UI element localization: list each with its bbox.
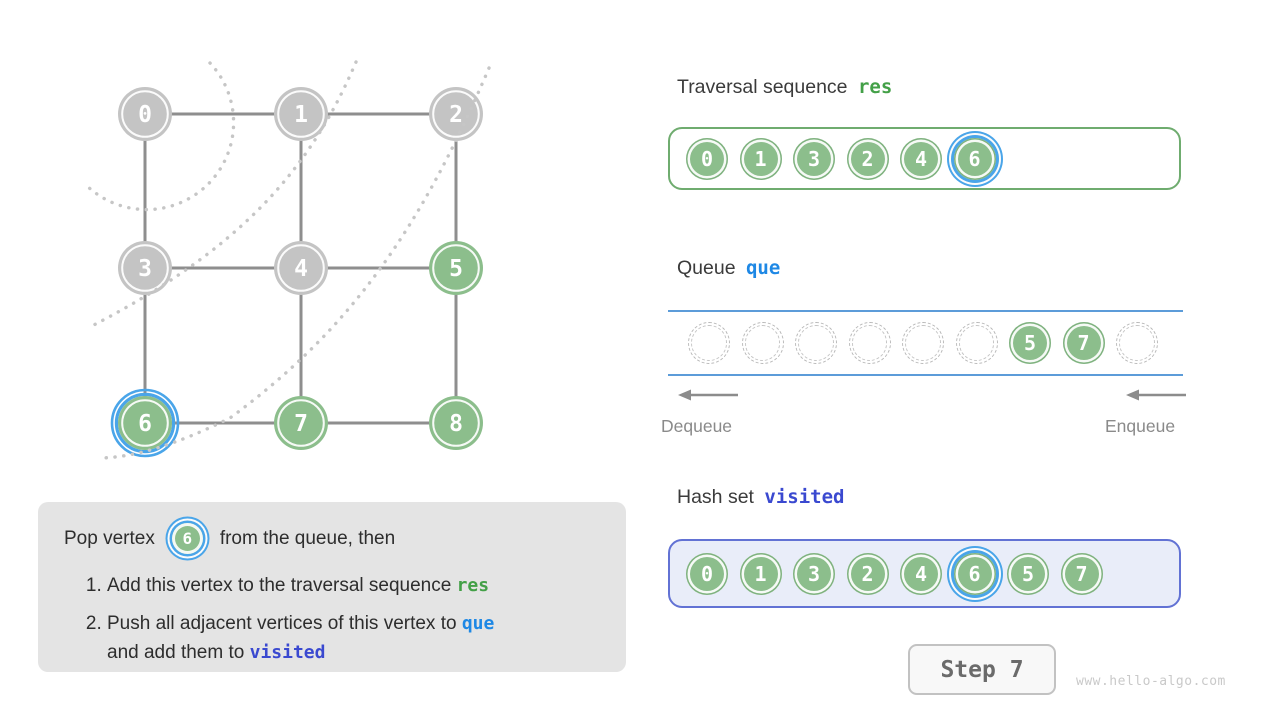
- code-token-visited: visited: [249, 642, 326, 663]
- queue-empty-slot: [955, 322, 998, 364]
- enqueue-arrow-icon: [1126, 389, 1186, 401]
- queue-section-title: Queue que: [677, 257, 780, 280]
- explanation-step-list: Add this vertex to the traversal sequenc…: [64, 571, 602, 667]
- queue-empty-slot: [902, 322, 944, 364]
- level-arc-1: [84, 61, 236, 212]
- res-item-0: 0: [686, 137, 728, 180]
- watermark: www.hello-algo.com: [1076, 674, 1226, 689]
- res-item-1: 1: [739, 137, 782, 180]
- graph-vertex-3: 3: [118, 241, 172, 295]
- queue-empty-slot: [688, 322, 730, 364]
- text-segment: Push all adjacent vertices of this verte…: [107, 613, 462, 634]
- res-item-2: 2: [846, 137, 889, 180]
- graph-vertex-label: 3: [138, 256, 152, 282]
- hashset-title-text: Hash set: [677, 486, 754, 508]
- pop-text-post: from the queue, then: [219, 527, 396, 549]
- res-code-token: res: [857, 76, 893, 98]
- text-segment: and add them to: [107, 642, 250, 663]
- text-segment: Add this vertex to the traversal sequenc…: [107, 575, 457, 596]
- level-arc-3: [96, 66, 491, 460]
- queue-item-7: 7: [1062, 322, 1105, 364]
- traversal-section-title: Traversal sequence res: [677, 76, 892, 99]
- explanation-box: Pop vertex 6 from the queue, then Add th…: [38, 502, 626, 672]
- graph-vertex-4: 4: [274, 241, 328, 295]
- code-token-res: res: [456, 575, 490, 596]
- explanation-headline: Pop vertex 6 from the queue, then: [64, 523, 602, 554]
- dequeue-label: Dequeue: [661, 416, 733, 436]
- graph-vertex-0: 0: [118, 87, 172, 141]
- enqueue-label: Enqueue: [1105, 416, 1176, 436]
- graph-vertex-label: 1: [294, 102, 308, 128]
- explanation-step: Add this vertex to the traversal sequenc…: [107, 571, 602, 600]
- graph-vertex-label: 0: [138, 102, 152, 128]
- step-button[interactable]: Step 7: [908, 644, 1056, 695]
- hashset-section-title: Hash set visited: [677, 486, 844, 509]
- que-code-token: que: [745, 257, 781, 279]
- traversal-title-text: Traversal sequence: [677, 76, 848, 98]
- queue-empty-slot: [1116, 322, 1158, 364]
- res-item-6: 6: [953, 137, 996, 180]
- queue-empty-slot: [848, 322, 891, 364]
- graph-vertex-1: 1: [274, 87, 328, 141]
- graph-panel: 0 1 2 3 4 5 6 7 8: [84, 60, 491, 460]
- graph-vertex-label: 8: [449, 411, 463, 437]
- graph-vertex-label: 2: [449, 102, 463, 128]
- visited-item-5: 5: [1007, 552, 1049, 595]
- dequeue-arrow-icon: [678, 389, 738, 401]
- graph-vertex-label: 5: [449, 256, 463, 282]
- graph-vertex-label: 4: [294, 256, 308, 282]
- bfs-level-arcs: [84, 60, 491, 460]
- graph-vertex-7: 7: [274, 396, 328, 450]
- queue-item-5: 5: [1009, 322, 1051, 364]
- queue-empty-slot: [795, 322, 837, 364]
- visited-item-1: 1: [739, 552, 782, 595]
- graph-vertex-8: 8: [429, 396, 483, 450]
- visited-item-3: 3: [793, 552, 835, 595]
- res-item-4: 4: [900, 137, 942, 180]
- graph-vertex-6: 6: [110, 388, 180, 458]
- visited-item-2: 2: [846, 552, 889, 595]
- graph-vertex-label: 6: [138, 411, 152, 437]
- graph-vertices: 0 1 2 3 4 5 6 7 8: [110, 87, 483, 458]
- current-vertex-badge: 6: [171, 523, 203, 554]
- visited-code-token: visited: [764, 486, 845, 508]
- visited-item-7: 7: [1060, 552, 1103, 595]
- explanation-step: Push all adjacent vertices of this verte…: [107, 609, 602, 667]
- visited-item-4: 4: [900, 552, 942, 595]
- graph-vertex-5: 5: [429, 241, 483, 295]
- visited-item-0: 0: [686, 552, 728, 595]
- code-token-que: que: [461, 613, 495, 634]
- visited-item-6: 6: [953, 552, 996, 595]
- graph-vertex-2: 2: [429, 87, 483, 141]
- res-item-3: 3: [793, 137, 835, 180]
- pop-text-pre: Pop vertex: [64, 527, 155, 549]
- graph-vertex-label: 7: [294, 411, 308, 437]
- queue-empty-slot: [741, 322, 784, 364]
- queue-title-text: Queue: [677, 257, 736, 279]
